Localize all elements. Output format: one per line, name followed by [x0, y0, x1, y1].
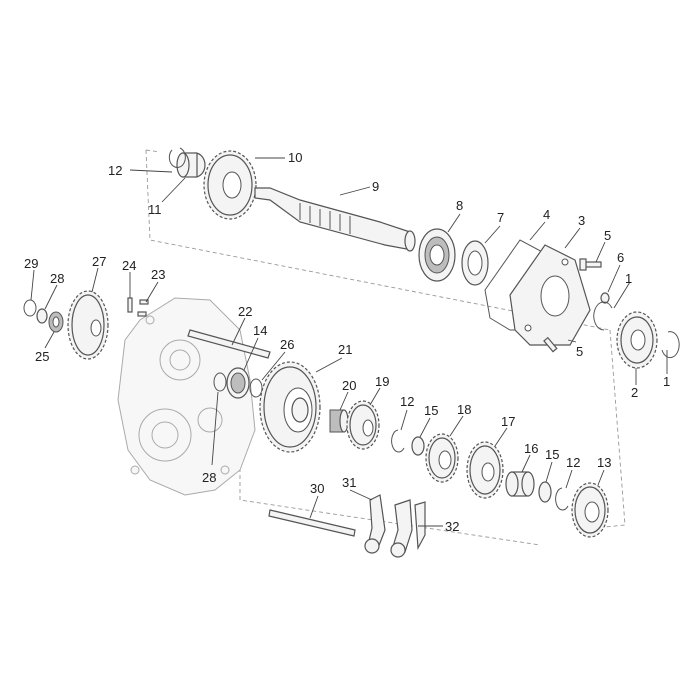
callout-1-a: 1 — [625, 271, 632, 286]
part-23-bolt — [137, 299, 149, 317]
part-31-shift-fork — [364, 494, 386, 554]
part-5-screw-upper — [579, 258, 602, 271]
callout-14: 14 — [253, 323, 267, 338]
part-15-washer-mid — [411, 436, 425, 456]
callout-29: 29 — [24, 256, 38, 271]
callout-9: 9 — [372, 179, 379, 194]
part-12-circlip-upper — [168, 147, 186, 168]
part-6-washer — [600, 292, 610, 304]
callout-26: 26 — [280, 337, 294, 352]
part-1-circlip-a — [593, 301, 613, 331]
callout-15-b: 15 — [545, 447, 559, 462]
callout-22: 22 — [238, 304, 252, 319]
callout-2: 2 — [631, 385, 638, 400]
callout-10: 10 — [288, 150, 302, 165]
upper-shaft-frame — [145, 149, 611, 331]
callout-6: 6 — [617, 250, 624, 265]
part-7-oil-seal — [461, 240, 489, 286]
part-32-shift-fork — [390, 499, 426, 558]
callout-23: 23 — [151, 267, 165, 282]
callout-12-b: 12 — [400, 394, 414, 409]
part-11-sleeve — [176, 152, 206, 178]
callout-32: 32 — [445, 519, 459, 534]
callout-21: 21 — [338, 342, 352, 357]
part-22-shaft — [187, 329, 271, 359]
part-19-gear — [346, 400, 380, 450]
part-3-cover-plate — [509, 244, 591, 346]
callout-5-b: 5 — [576, 344, 583, 359]
callout-4: 4 — [543, 207, 550, 222]
part-1-circlip-b — [661, 331, 680, 359]
callout-12-c: 12 — [566, 455, 580, 470]
callout-11: 11 — [148, 202, 162, 217]
callout-19: 19 — [375, 374, 389, 389]
part-21-gear — [259, 361, 321, 453]
part-16-bushing — [505, 471, 535, 497]
callout-16: 16 — [524, 441, 538, 456]
part-20-needle-cage — [329, 409, 349, 433]
callout-13: 13 — [597, 455, 611, 470]
callout-3: 3 — [578, 213, 585, 228]
callout-24: 24 — [122, 258, 136, 273]
part-29-circlip — [23, 299, 37, 317]
callout-labels-extra: 28 — [202, 470, 216, 485]
part-12-circlip-lower — [555, 487, 569, 511]
part-25-needle-bearing — [48, 311, 64, 333]
part-24-bolt — [127, 297, 133, 313]
leader-lines — [30, 157, 668, 527]
part-27-gear — [67, 290, 109, 360]
callout-8: 8 — [456, 198, 463, 213]
callout-1-b: 1 — [663, 374, 670, 389]
part-26-washer — [249, 378, 263, 398]
lower-shaft-frame — [239, 329, 626, 546]
callout-30: 30 — [310, 481, 324, 496]
part-28-washer-left — [36, 308, 48, 324]
callout-31: 31 — [342, 475, 356, 490]
part-30-fork-shaft — [268, 509, 356, 537]
callout-5-a: 5 — [604, 228, 611, 243]
part-2-sprocket — [616, 311, 658, 369]
callout-28-left: 28 — [50, 271, 64, 286]
part-18-gear — [425, 433, 459, 483]
callout-17: 17 — [501, 414, 515, 429]
part-15-washer-lower — [538, 481, 552, 503]
callout-15-a: 15 — [424, 403, 438, 418]
callout-27: 27 — [92, 254, 106, 269]
callout-18: 18 — [457, 402, 471, 417]
callout-28-lower: 28 — [202, 470, 216, 485]
part-5-screw-lower — [543, 336, 558, 353]
part-12-circlip-mid — [391, 429, 405, 453]
callout-labels: 1 1 2 3 4 5 5 6 7 8 9 10 11 12 12 12 13 … — [24, 150, 670, 534]
part-10-gear — [203, 150, 257, 220]
part-9-main-shaft — [254, 187, 416, 252]
crankcase-half — [117, 297, 256, 496]
callout-20: 20 — [342, 378, 356, 393]
part-14-bearing — [226, 367, 250, 399]
callout-25: 25 — [35, 349, 49, 364]
part-17-gear — [466, 441, 504, 499]
callout-12-a: 12 — [108, 163, 122, 178]
part-28-washer — [213, 372, 227, 392]
callout-7: 7 — [497, 210, 504, 225]
part-13-gear — [571, 482, 609, 538]
part-8-bearing — [418, 228, 456, 282]
